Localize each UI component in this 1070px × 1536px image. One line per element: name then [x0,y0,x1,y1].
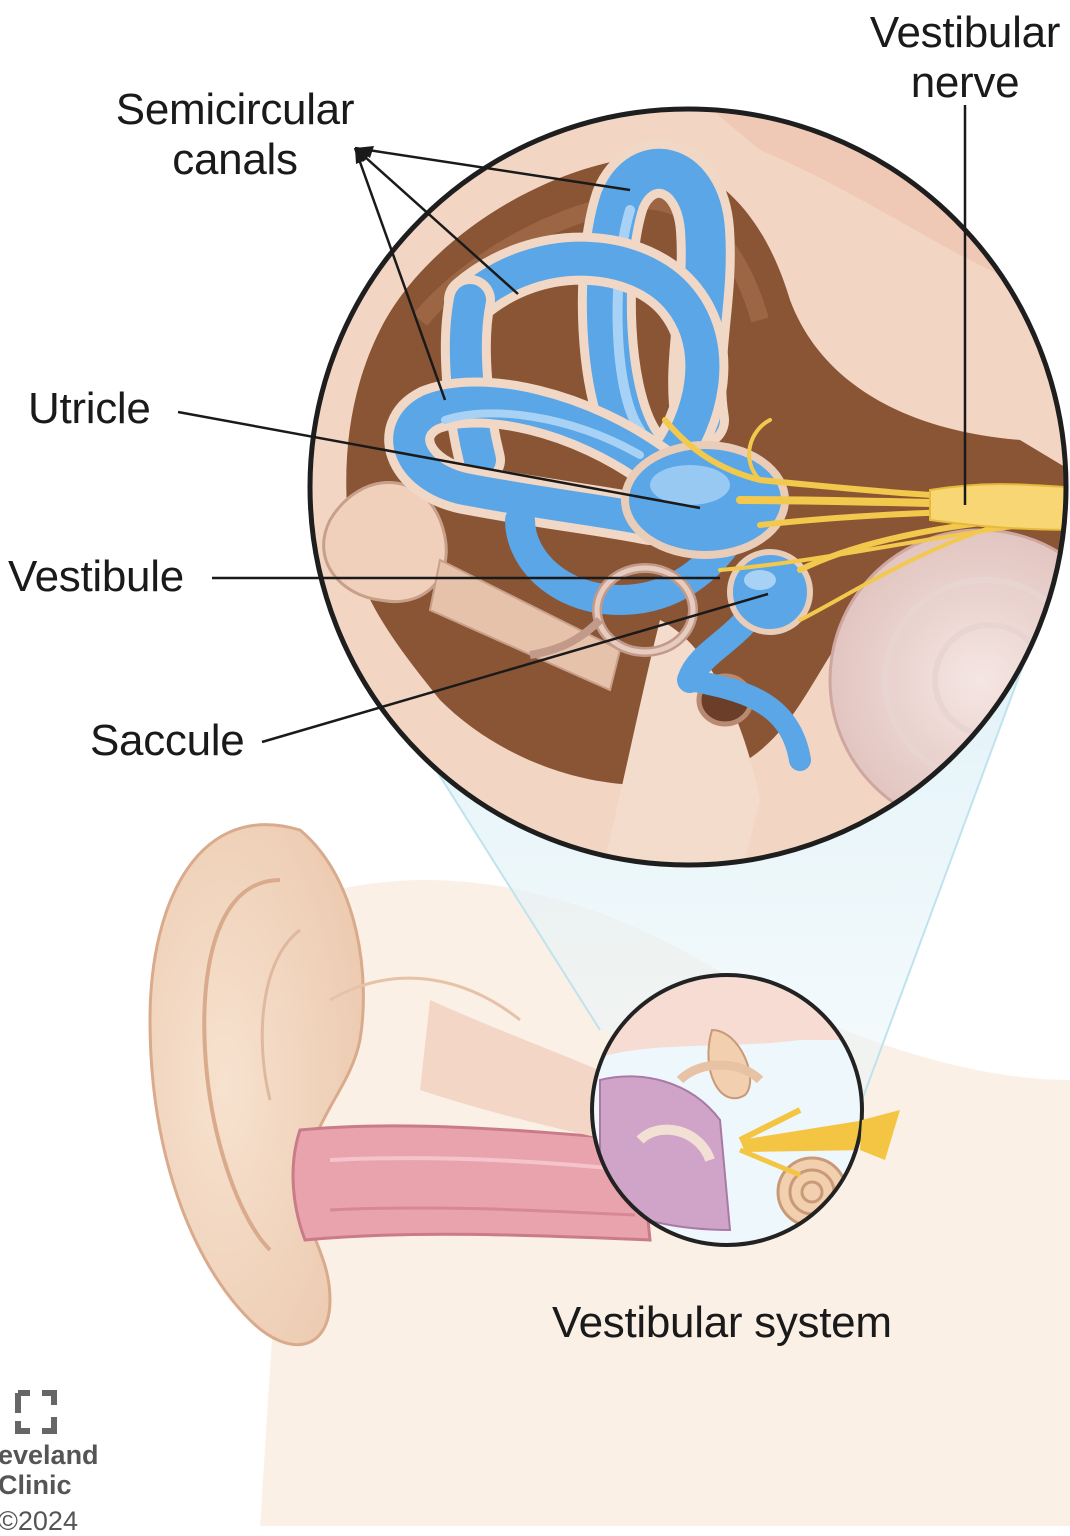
label-vestibular-system: Vestibular system [552,1298,892,1348]
brand-line-2: Clinic [0,1470,72,1500]
label-vestibular-nerve: Vestibular nerve [845,8,1070,108]
label-semicircular-canals: Semicircular canals [85,85,385,185]
label-vestibule: Vestibule [8,552,184,602]
brand-line-1: eveland [0,1440,99,1470]
clinic-logo-icon [18,1393,54,1431]
vestibular-nerve-trunk [930,484,1070,530]
label-saccule: Saccule [90,716,244,766]
label-utricle: Utricle [28,384,151,434]
brand-copyright: ©2024 [0,1506,78,1536]
